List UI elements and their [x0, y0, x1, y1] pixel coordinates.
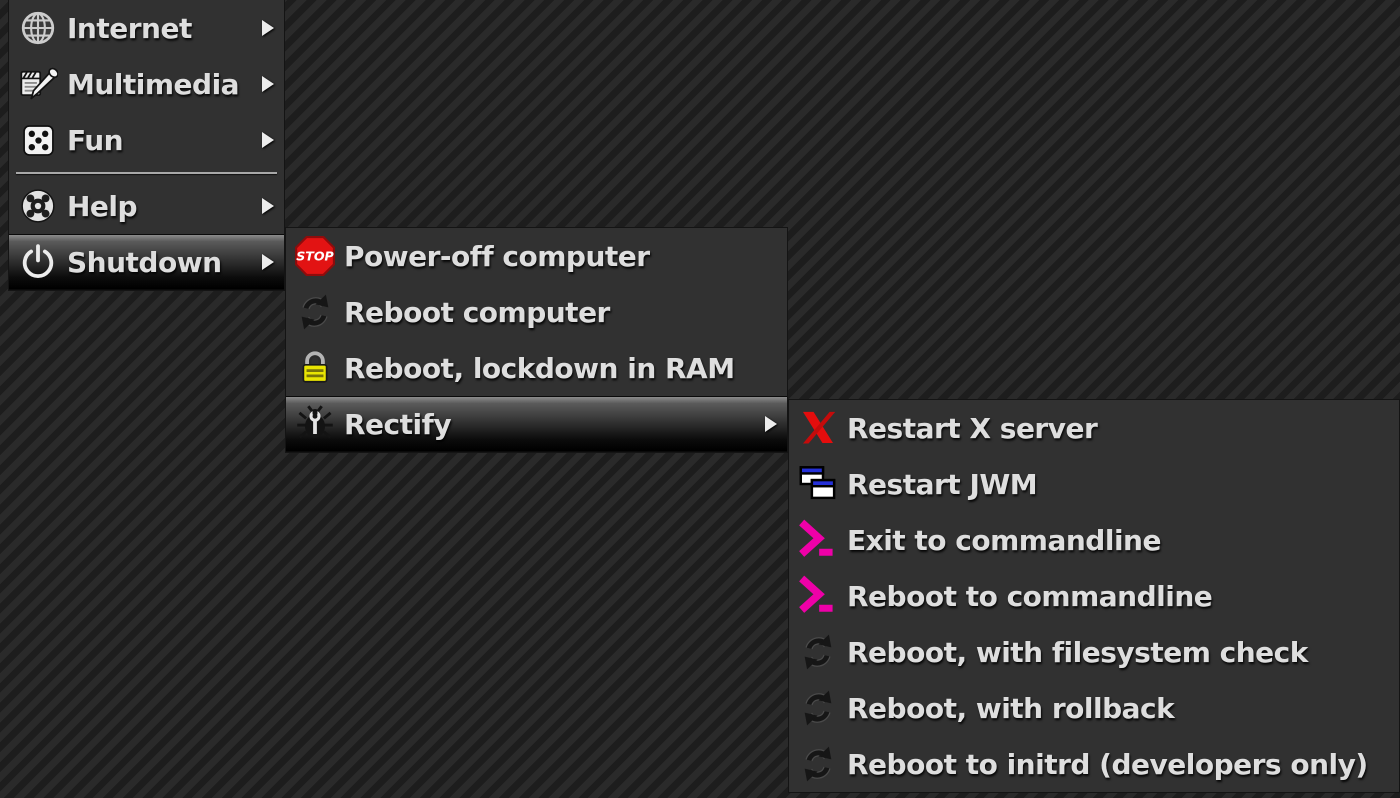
- windows-icon: [795, 461, 841, 507]
- submenu-arrow-icon: [262, 132, 274, 148]
- menu-item-reboot-to-initrd-developers-only[interactable]: Reboot to initrd (developers only): [789, 736, 1399, 792]
- menu-item-label: Restart X server: [847, 411, 1098, 445]
- padlock-icon: [292, 345, 338, 391]
- menu-item-label: Reboot, with filesystem check: [847, 635, 1308, 669]
- submenu-arrow-icon: [262, 76, 274, 92]
- x-server-icon: [795, 405, 841, 451]
- multimedia-icon: [15, 61, 61, 107]
- menu-item-fun[interactable]: Fun: [9, 112, 284, 168]
- menu-item-shutdown[interactable]: Shutdown: [9, 234, 284, 290]
- menu-item-label: Fun: [67, 123, 124, 157]
- menu-item-label: Reboot computer: [344, 295, 610, 329]
- menu-item-reboot-with-rollback[interactable]: Reboot, with rollback: [789, 680, 1399, 736]
- power-icon: [15, 239, 61, 285]
- menu-item-internet[interactable]: Internet: [9, 0, 284, 56]
- submenu-arrow-icon: [262, 20, 274, 36]
- menu-item-power-off-computer[interactable]: STOP Power-off computer: [286, 228, 787, 284]
- menu-item-label: Reboot, with rollback: [847, 691, 1175, 725]
- reboot-icon: [292, 289, 338, 335]
- menu-item-label: Multimedia: [67, 67, 240, 101]
- menu-item-label: Reboot to commandline: [847, 579, 1213, 613]
- svg-text:STOP: STOP: [296, 249, 334, 264]
- globe-icon: [15, 5, 61, 51]
- menu-item-restart-jwm[interactable]: Restart JWM: [789, 456, 1399, 512]
- separator-line: [16, 172, 277, 174]
- terminal-prompt-icon: [795, 517, 841, 563]
- reboot-icon: [795, 741, 841, 787]
- menu-item-label: Reboot to initrd (developers only): [847, 747, 1368, 781]
- menu-item-rectify[interactable]: Rectify: [286, 396, 787, 452]
- submenu-arrow-icon: [262, 254, 274, 270]
- menu-item-label: Exit to commandline: [847, 523, 1161, 557]
- submenu-arrow-icon: [262, 198, 274, 214]
- menu-item-label: Power-off computer: [344, 239, 650, 273]
- menu-item-help[interactable]: Help: [9, 178, 284, 234]
- menu-item-multimedia[interactable]: Multimedia: [9, 56, 284, 112]
- reboot-icon: [795, 685, 841, 731]
- menu-item-reboot-to-commandline[interactable]: Reboot to commandline: [789, 568, 1399, 624]
- menu-separator: [9, 168, 284, 178]
- menu-item-label: Reboot, lockdown in RAM: [344, 351, 735, 385]
- menu-item-label: Help: [67, 189, 138, 223]
- submenu-arrow-icon: [765, 416, 777, 432]
- menu-item-reboot-lockdown-in-ram[interactable]: Reboot, lockdown in RAM: [286, 340, 787, 396]
- menu-item-reboot-computer[interactable]: Reboot computer: [286, 284, 787, 340]
- dice-icon: [15, 117, 61, 163]
- menu-item-restart-x-server[interactable]: Restart X server: [789, 400, 1399, 456]
- lifebuoy-icon: [15, 183, 61, 229]
- menu-item-label: Rectify: [344, 407, 452, 441]
- reboot-icon: [795, 629, 841, 675]
- menu-item-label: Shutdown: [67, 245, 222, 279]
- menu-item-label: Restart JWM: [847, 467, 1038, 501]
- bug-wrench-icon: [292, 401, 338, 447]
- menu-item-reboot-with-filesystem-check[interactable]: Reboot, with filesystem check: [789, 624, 1399, 680]
- stop-icon: STOP: [292, 233, 338, 279]
- menu-item-label: Internet: [67, 11, 192, 45]
- menu-item-exit-to-commandline[interactable]: Exit to commandline: [789, 512, 1399, 568]
- terminal-prompt-icon: [795, 573, 841, 619]
